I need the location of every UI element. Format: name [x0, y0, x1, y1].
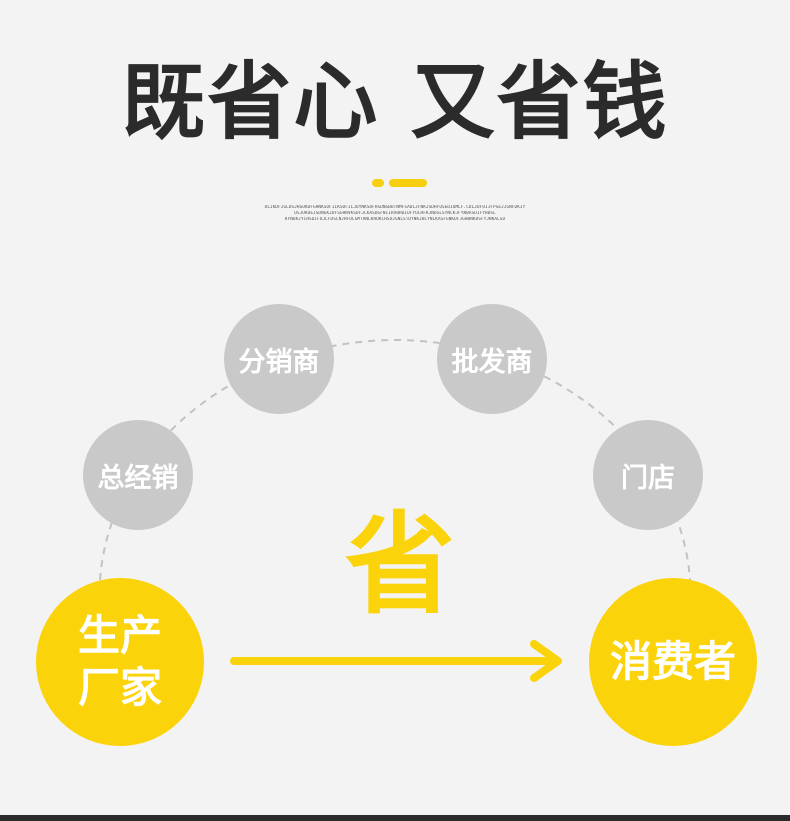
save-label: 省: [345, 501, 455, 629]
node-distributor: 分销商: [224, 304, 334, 414]
node-label: 门店: [621, 462, 675, 494]
node-label: 生产 厂家: [78, 610, 162, 714]
node-label: 总经销: [97, 462, 179, 494]
node-consumer: 消费者: [589, 578, 757, 746]
node-wholesaler: 批发商: [437, 304, 547, 414]
fine-print-line: OLJKDFJGLDSJHGOKDFGHNKSDFIIKSDFJLJDYNKSD…: [264, 205, 526, 210]
node-store: 门店: [593, 420, 703, 530]
bottom-border: [0, 815, 790, 821]
accent-dot: [372, 179, 384, 187]
node-label: 分销商: [238, 346, 320, 378]
node-label-line: 厂家: [77, 663, 162, 712]
page-title: 既省心 又省钱: [121, 53, 669, 151]
fine-print-line: OSJUKOEJSDNGKJDFSGHNVKSDFJLKASDGFNCIRVBH…: [294, 211, 496, 216]
node-manufacturer: 生产 厂家: [36, 578, 204, 746]
node-general-agent: 总经销: [83, 420, 193, 530]
node-label: 消费者: [609, 637, 736, 686]
node-label-line: 生产: [77, 611, 162, 660]
accent-bar: [389, 179, 427, 187]
arrow-right-icon: [230, 640, 562, 682]
fine-print-line: KYNDKJYCHSDIFUJLFDSCNJHFDLGMTRNLKRUKCHSD…: [284, 217, 506, 222]
node-label: 批发商: [451, 346, 533, 378]
fine-print: OLJKDFJGLDSJHGOKDFGHNKSDFIIKSDFJLJDYNKSD…: [240, 205, 550, 223]
